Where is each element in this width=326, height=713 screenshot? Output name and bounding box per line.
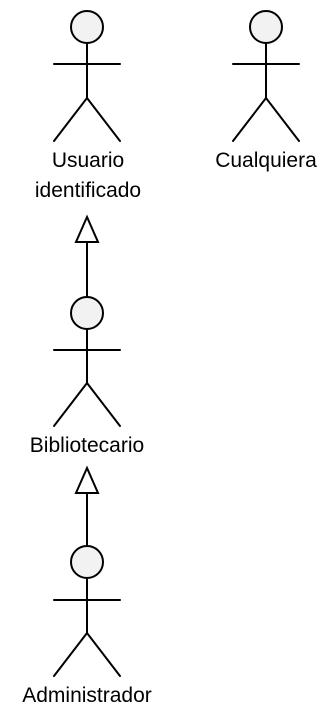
actor-head [70,10,104,44]
actor-left-leg [53,382,88,427]
actor-right-leg [86,632,121,677]
actor-left-leg [53,97,88,142]
actor-label-usuario-identificado: Usuario identificado [4,146,172,206]
actor-left-leg [232,97,267,142]
actor-label-administrador: Administrador [0,681,174,711]
actor-bibliotecario[interactable] [53,296,121,427]
generalization-bibliotecario-to-usuario[interactable] [74,214,100,298]
actor-label-line: Usuario [51,149,125,172]
actor-label-line: identificado [34,179,142,202]
actor-right-leg [86,382,121,427]
actor-label-line: Bibliotecario [29,434,145,457]
actor-right-leg [265,97,300,142]
actor-label-cualquiera: Cualquiera [186,146,326,176]
actor-right-leg [86,97,121,142]
actor-label-line: Administrador [22,684,152,707]
actor-head [70,296,104,330]
actor-label-bibliotecario: Bibliotecario [0,431,174,461]
generalization-arrowhead [74,465,100,494]
actor-label-line: Cualquiera [215,149,317,172]
generalization-administrador-to-bibliotecario[interactable] [74,465,100,547]
actor-administrador[interactable] [53,545,121,677]
actor-left-leg [53,632,88,677]
actor-cualquiera[interactable] [232,10,300,142]
actor-head [70,545,104,579]
actor-usuario-identificado[interactable] [53,10,121,142]
actor-head [249,10,283,44]
generalization-arrowhead [74,214,100,243]
